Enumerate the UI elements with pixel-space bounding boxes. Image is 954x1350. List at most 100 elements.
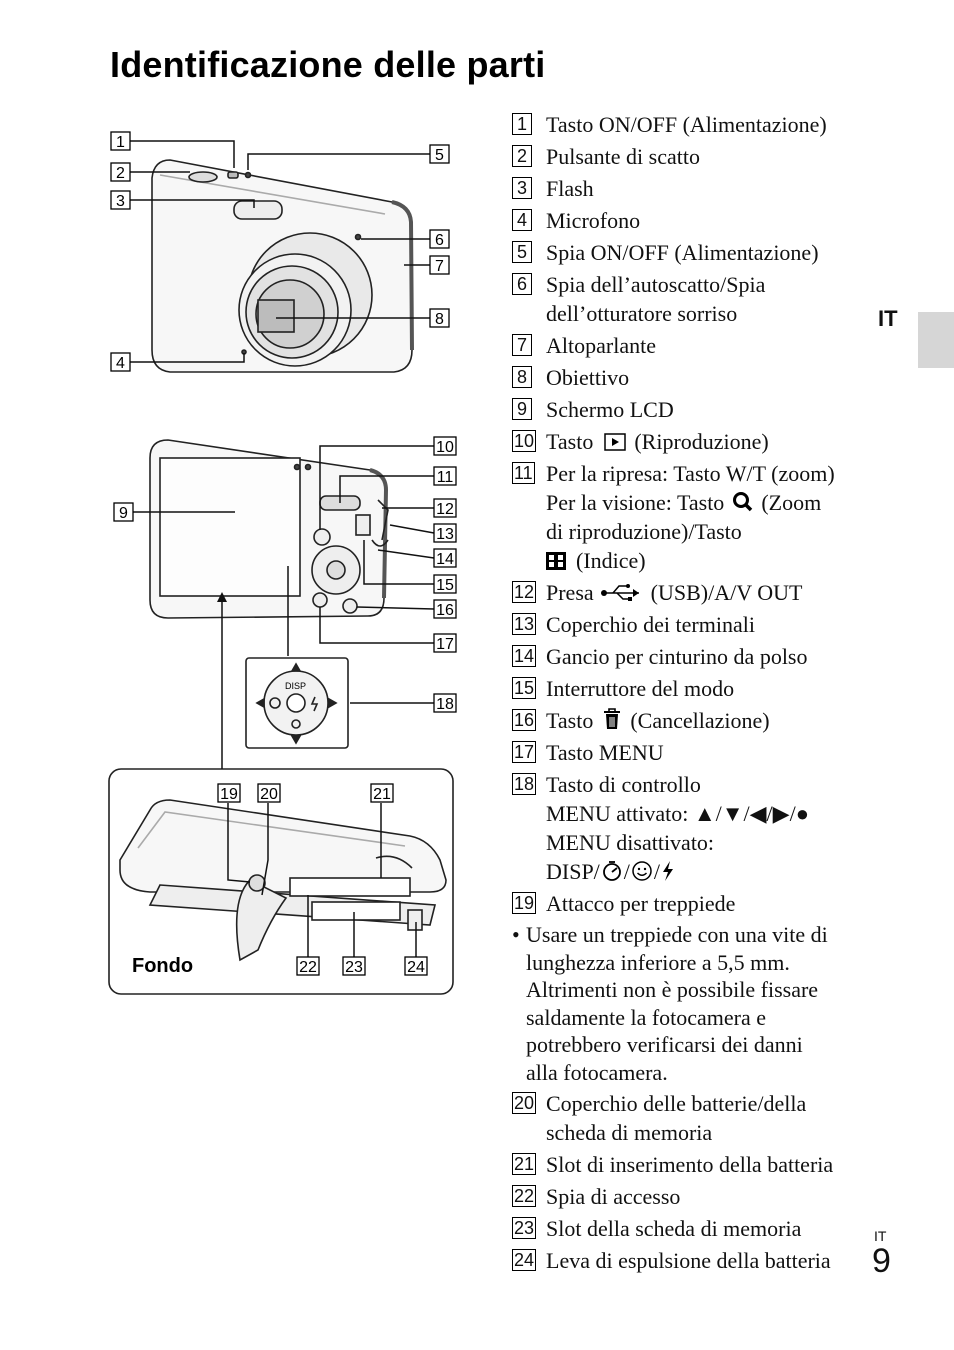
svg-text:4: 4 bbox=[116, 355, 125, 372]
camera-front-view bbox=[151, 159, 414, 373]
language-tab bbox=[918, 312, 954, 368]
callout-13: 13 bbox=[433, 523, 457, 543]
note-bullet: • bbox=[512, 922, 520, 947]
usb-icon bbox=[601, 584, 640, 601]
part-number: 13 bbox=[512, 613, 537, 635]
callout-2: 2 bbox=[110, 162, 131, 182]
callout-22: 22 bbox=[296, 956, 320, 976]
part-number: 19 bbox=[512, 892, 537, 914]
page-title: Identificazione delle parti bbox=[110, 44, 546, 85]
svg-text:2: 2 bbox=[116, 165, 125, 182]
index-grid-icon bbox=[546, 552, 566, 570]
callout-24: 24 bbox=[404, 956, 428, 976]
self-timer-icon bbox=[602, 861, 621, 881]
callout-15: 15 bbox=[433, 574, 457, 594]
part-number: 18 bbox=[512, 773, 537, 795]
callout-20: 20 bbox=[257, 783, 281, 803]
svg-text:21: 21 bbox=[373, 786, 391, 803]
part-number: 8 bbox=[512, 366, 532, 388]
part-number: 1 bbox=[512, 113, 532, 135]
camera-diagram: 1 2 3 4 5 6 7 8 9 10 11 12 13 14 15 16 1… bbox=[108, 131, 457, 995]
svg-text:1: 1 bbox=[116, 134, 125, 151]
language-tab-label: IT bbox=[878, 306, 898, 331]
callout-11: 11 bbox=[433, 466, 457, 486]
callout-23: 23 bbox=[342, 956, 366, 976]
smile-shutter-icon bbox=[632, 861, 652, 881]
svg-text:24: 24 bbox=[407, 959, 425, 976]
part-number: 7 bbox=[512, 334, 532, 356]
callout-14: 14 bbox=[433, 548, 457, 568]
part-number: 21 bbox=[512, 1153, 537, 1175]
part-number: 4 bbox=[512, 209, 532, 231]
callout-labels: 1 2 3 4 5 6 7 8 9 10 11 12 13 14 15 16 1… bbox=[110, 131, 457, 976]
svg-text:14: 14 bbox=[436, 551, 454, 568]
bottom-view-label: Fondo bbox=[132, 955, 193, 977]
trash-icon bbox=[603, 708, 620, 729]
part-number: 17 bbox=[512, 741, 537, 763]
callout-7: 7 bbox=[429, 255, 450, 275]
svg-text:11: 11 bbox=[437, 469, 454, 486]
svg-text:12: 12 bbox=[436, 501, 454, 518]
callout-12: 12 bbox=[433, 498, 457, 518]
part-number: 16 bbox=[512, 709, 537, 731]
part-number: 6 bbox=[512, 273, 532, 295]
part-number: 11 bbox=[512, 462, 535, 484]
callout-5: 5 bbox=[429, 144, 450, 164]
callout-8: 8 bbox=[429, 308, 450, 328]
part-number: 5 bbox=[512, 241, 532, 263]
footer-language: IT bbox=[874, 1228, 887, 1244]
callout-19: 19 bbox=[217, 783, 241, 803]
callout-17: 17 bbox=[433, 633, 457, 653]
part-number: 2 bbox=[512, 145, 532, 167]
svg-text:18: 18 bbox=[436, 696, 454, 713]
svg-text:23: 23 bbox=[345, 959, 363, 976]
zoom-magnifier-icon bbox=[732, 492, 753, 512]
callout-16: 16 bbox=[433, 599, 457, 619]
part-number: 20 bbox=[512, 1092, 537, 1114]
page-number: 9 bbox=[872, 1242, 891, 1280]
svg-text:15: 15 bbox=[436, 577, 454, 594]
callout-1: 1 bbox=[110, 131, 131, 151]
part-number: 22 bbox=[512, 1185, 537, 1207]
part-number: 14 bbox=[512, 645, 537, 667]
svg-text:10: 10 bbox=[436, 439, 454, 456]
svg-text:5: 5 bbox=[435, 147, 444, 164]
part-number: 15 bbox=[512, 677, 537, 699]
svg-text:9: 9 bbox=[119, 505, 128, 522]
control-button-inset bbox=[245, 657, 349, 749]
part-number: 9 bbox=[512, 398, 532, 420]
svg-text:20: 20 bbox=[260, 786, 278, 803]
svg-text:7: 7 bbox=[435, 258, 444, 275]
part-item-11: 11 Per la ripresa: Tasto W/T (zoom) Per … bbox=[512, 461, 835, 573]
part-number: 10 bbox=[512, 430, 537, 452]
svg-text:22: 22 bbox=[299, 959, 317, 976]
part-number: 12 bbox=[512, 581, 537, 603]
camera-back-view bbox=[149, 439, 389, 619]
svg-text:8: 8 bbox=[435, 311, 444, 328]
part-number: 23 bbox=[512, 1217, 537, 1239]
svg-text:13: 13 bbox=[436, 526, 454, 543]
part-number: 24 bbox=[512, 1249, 537, 1271]
svg-text:19: 19 bbox=[220, 786, 238, 803]
part-number: 3 bbox=[512, 177, 532, 199]
callout-6: 6 bbox=[429, 229, 450, 249]
